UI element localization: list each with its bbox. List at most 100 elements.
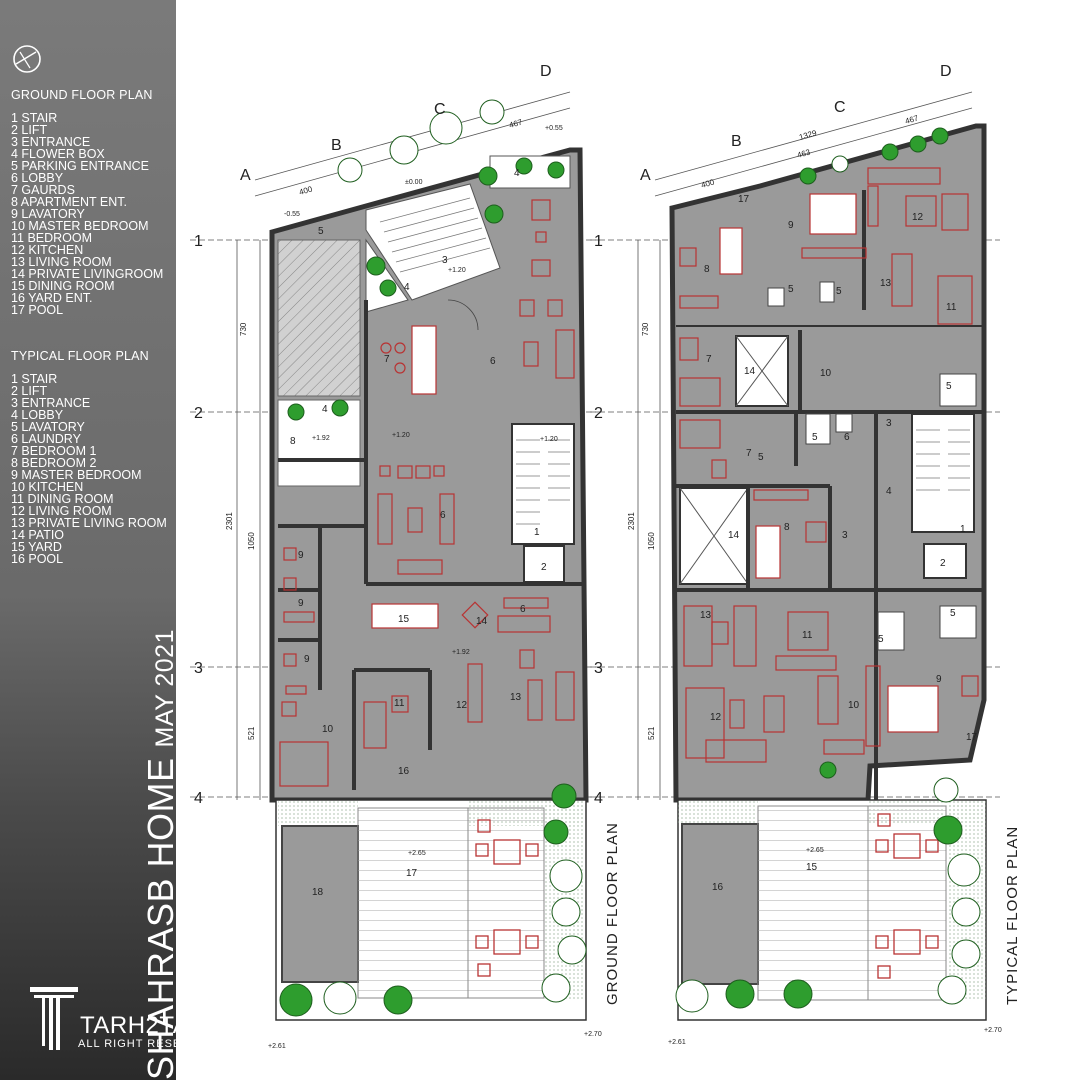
- svg-text:+2.61: +2.61: [668, 1039, 686, 1046]
- svg-text:6: 6: [440, 510, 446, 521]
- svg-text:7: 7: [706, 354, 712, 365]
- typical-legend-item: 15 YARD: [11, 540, 62, 554]
- svg-text:12: 12: [456, 700, 468, 711]
- svg-text:+2.65: +2.65: [806, 847, 824, 854]
- svg-text:463: 463: [796, 147, 812, 159]
- typical-legend-item: 7 BEDROOM 1: [11, 444, 97, 458]
- ground-levels: -0.55 ±0.00 +0.55 +1.20 +1.92 +1.20 +1.2…: [268, 125, 602, 1050]
- typical-pool: [681, 823, 759, 985]
- svg-text:9: 9: [936, 674, 942, 685]
- typical-legend-item: 13 PRIVATE LIVING ROOM: [11, 516, 167, 530]
- svg-text:11: 11: [946, 302, 957, 313]
- svg-text:13: 13: [510, 692, 522, 703]
- svg-text:7: 7: [746, 448, 752, 459]
- svg-text:9: 9: [304, 654, 310, 665]
- svg-text:B: B: [731, 133, 742, 150]
- svg-text:9: 9: [788, 220, 794, 231]
- ground-legend-item: 2 LIFT: [11, 123, 48, 137]
- ground-legend-item: 4 FLOWER BOX: [11, 147, 105, 161]
- svg-text:+0.55: +0.55: [545, 125, 563, 132]
- svg-text:9: 9: [298, 598, 304, 609]
- svg-text:+1.20: +1.20: [540, 436, 558, 443]
- svg-text:+1.20: +1.20: [448, 267, 466, 274]
- typical-room-numbers: 1 2 3 3 4 5 5 5 5 5 5 5 6 7 7 8 8 9 9 10…: [700, 194, 978, 893]
- typical-legend-item: 3 ENTRANCE: [11, 396, 91, 410]
- typical-legend-item: 11 DINING ROOM: [11, 492, 114, 506]
- svg-text:8: 8: [704, 264, 710, 275]
- svg-text:6: 6: [844, 432, 850, 443]
- svg-text:5: 5: [788, 284, 794, 295]
- svg-text:±0.00: ±0.00: [405, 179, 423, 186]
- svg-text:2: 2: [194, 405, 203, 422]
- svg-text:5: 5: [878, 634, 884, 645]
- ground-dimensions: 400 467 730 2301 1050 521: [225, 117, 524, 740]
- svg-text:6: 6: [520, 604, 526, 615]
- ground-legend-title: GROUND FLOOR PLAN: [11, 88, 153, 102]
- svg-text:10: 10: [322, 724, 334, 735]
- typical-legend-item: 1 STAIR: [11, 372, 58, 386]
- svg-text:5: 5: [812, 432, 818, 443]
- svg-text:13: 13: [880, 278, 892, 289]
- svg-text:2: 2: [940, 558, 946, 569]
- svg-text:+2.65: +2.65: [408, 850, 426, 857]
- svg-text:10: 10: [848, 700, 860, 711]
- svg-text:17: 17: [406, 868, 418, 879]
- ground-legend-item: 13 LIVING ROOM: [11, 255, 112, 269]
- svg-text:467: 467: [508, 117, 524, 129]
- svg-text:+1.92: +1.92: [312, 435, 330, 442]
- svg-text:1050: 1050: [647, 532, 656, 550]
- svg-text:3: 3: [842, 530, 848, 541]
- typical-legend-item: 16 POOL: [11, 552, 64, 566]
- ground-furniture: [279, 199, 575, 787]
- svg-text:5: 5: [836, 286, 842, 297]
- svg-text:400: 400: [700, 177, 716, 189]
- svg-text:5: 5: [318, 226, 324, 237]
- ground-floor-plan-label: GROUND FLOOR PLAN: [604, 822, 621, 1005]
- svg-text:16: 16: [712, 882, 724, 893]
- ground-pool: [281, 825, 359, 983]
- svg-text:730: 730: [641, 322, 650, 336]
- svg-text:400: 400: [298, 184, 314, 196]
- svg-text:+2.61: +2.61: [268, 1043, 286, 1050]
- svg-text:8: 8: [290, 436, 296, 447]
- ground-trees: [279, 99, 587, 1017]
- svg-text:11: 11: [394, 698, 405, 709]
- ground-legend-item: 15 DINING ROOM: [11, 279, 115, 293]
- ground-legend-item: 5 PARKING ENTRANCE: [11, 159, 149, 173]
- ground-legend-item: 8 APARTMENT ENT.: [11, 195, 128, 209]
- svg-text:8: 8: [784, 522, 790, 533]
- svg-text:1: 1: [194, 233, 203, 250]
- ground-legend-item: 11 BEDROOM: [11, 231, 93, 245]
- svg-text:6: 6: [490, 356, 496, 367]
- svg-text:A: A: [240, 167, 251, 184]
- typical-dimension-lines: [590, 91, 1000, 800]
- north-arrow-icon: [13, 45, 41, 73]
- svg-text:10: 10: [820, 368, 832, 379]
- svg-text:C: C: [434, 101, 446, 118]
- ground-legend-item: 1 STAIR: [11, 111, 58, 125]
- ground-legend-item: 10 MASTER BEDROOM: [11, 219, 149, 233]
- svg-text:1: 1: [534, 527, 540, 538]
- svg-text:467: 467: [904, 113, 920, 125]
- typical-legend-item: 5 LAVATORY: [11, 420, 85, 434]
- svg-text:1: 1: [594, 233, 603, 250]
- svg-text:17: 17: [966, 732, 978, 743]
- svg-text:4: 4: [194, 790, 203, 807]
- typical-floor-plan: A B C D 1 2 3 4 400 463 1329 467 730 230…: [590, 63, 1002, 1046]
- typical-legend-item: 10 KITCHEN: [11, 480, 84, 494]
- ground-floor-plan: A B C D 1 2 3 4 400 467 730 2301 1050 52…: [190, 63, 602, 1050]
- svg-text:3: 3: [442, 255, 448, 266]
- typical-legend-item: 14 PATIO: [11, 528, 65, 542]
- ground-legend-item: 6 LOBBY: [11, 171, 64, 185]
- svg-text:D: D: [940, 63, 952, 80]
- svg-text:4: 4: [594, 790, 603, 807]
- svg-text:7: 7: [384, 354, 390, 365]
- typical-legend-item: 12 LIVING ROOM: [11, 504, 112, 518]
- typical-grid-labels: A B C D 1 2 3 4: [594, 63, 952, 807]
- typical-legend-item: 8 BEDROOM 2: [11, 456, 97, 470]
- svg-text:B: B: [331, 137, 342, 154]
- svg-text:+2.70: +2.70: [984, 1027, 1002, 1034]
- svg-text:17: 17: [738, 194, 750, 205]
